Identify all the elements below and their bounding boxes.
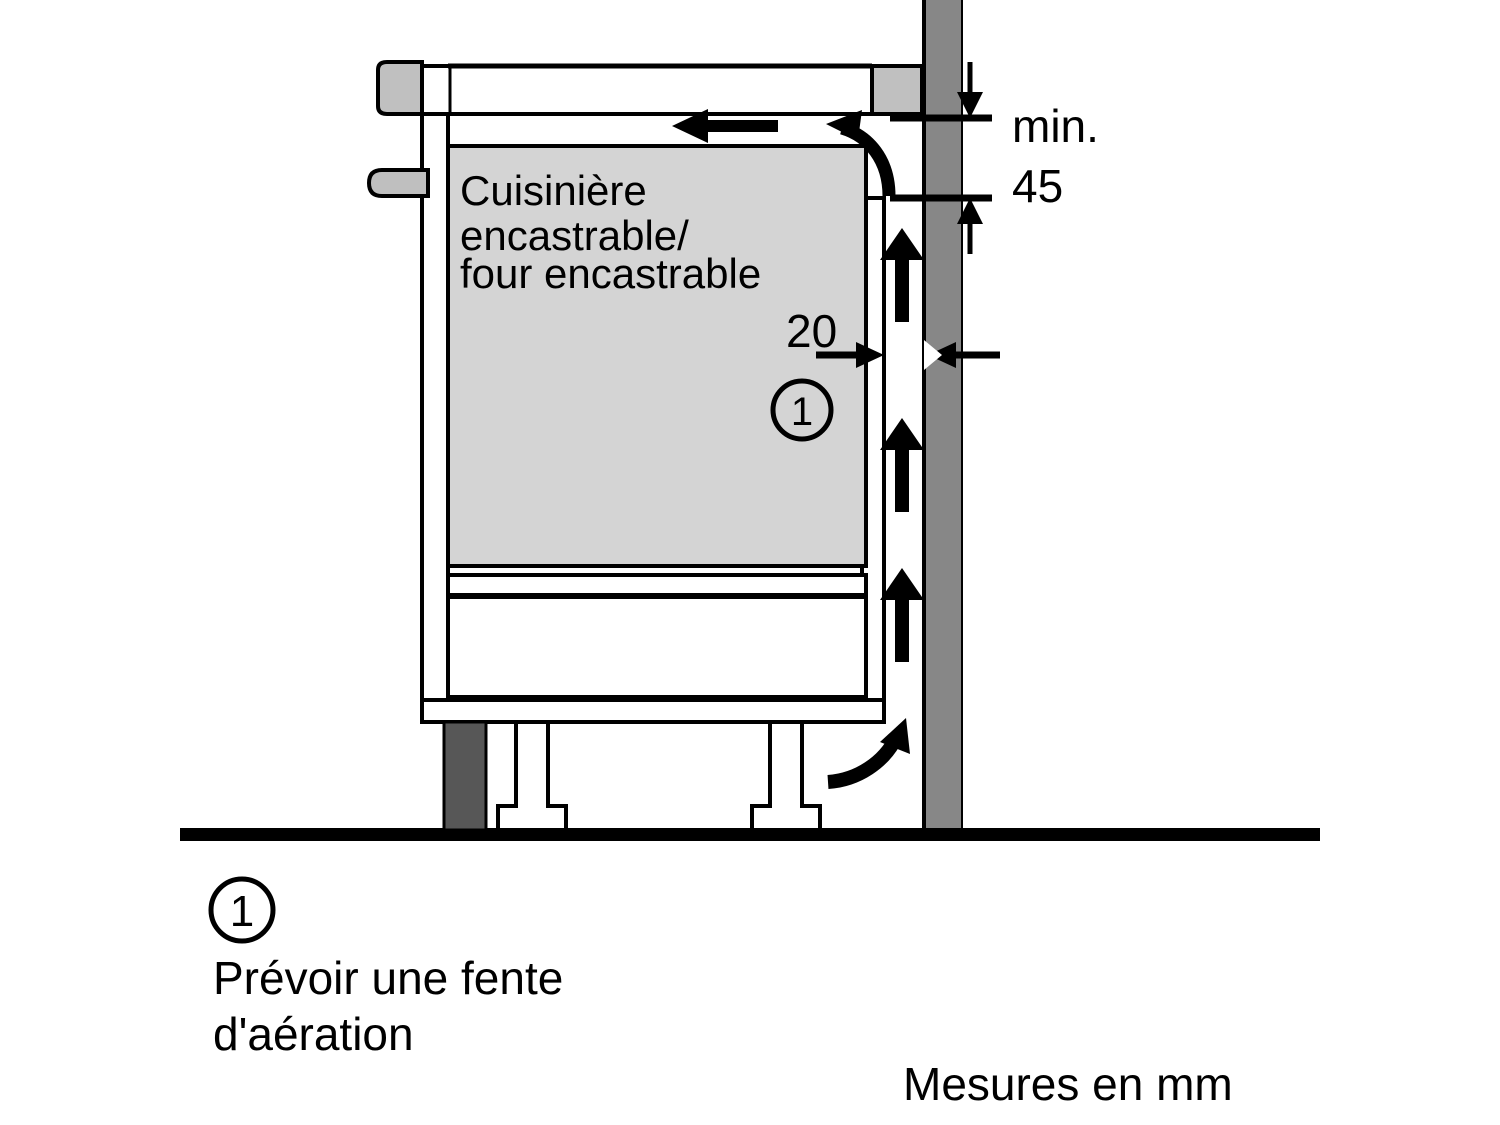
- appliance-handle: [366, 168, 430, 198]
- plinth: [442, 720, 488, 832]
- callout-marker-in-figure: 1: [770, 378, 834, 442]
- worktop: [376, 60, 924, 116]
- legend-marker-number: 1: [230, 887, 254, 936]
- callout-marker-number: 1: [791, 390, 813, 434]
- wall: [922, 0, 963, 840]
- legend-marker: 1: [208, 876, 276, 944]
- legend-text-line2: d'aération: [213, 1008, 414, 1060]
- airflow-arrow-curved-bottom: [827, 718, 910, 789]
- legend-text-line1: Prévoir une fente: [213, 952, 563, 1004]
- airflow-arrow-curved-top: [826, 110, 896, 197]
- dimension-min-value-label: 45: [1012, 160, 1063, 212]
- cabinet-leg-right: [750, 720, 822, 832]
- airflow-arrow-up-3: [880, 568, 924, 662]
- dimension-min-45: [890, 62, 992, 254]
- cabinet-leg-left: [496, 720, 568, 832]
- appliance-body: [446, 144, 868, 699]
- airflow-arrow-up-1: [880, 228, 924, 322]
- dimension-rear-gap-20: [816, 340, 1000, 370]
- appliance-label-line3: four encastrable: [460, 250, 761, 297]
- airflow-arrow-up-2: [880, 418, 924, 512]
- dimension-rear-gap-label: 20: [786, 305, 837, 357]
- appliance-label-line1: Cuisinière: [460, 167, 647, 214]
- dimension-min-prefix-label: min.: [1012, 100, 1099, 152]
- units-note: Mesures en mm: [903, 1058, 1233, 1110]
- airflow-arrow-straight-top: [672, 109, 778, 143]
- appliance-label-line2: encastrable/: [460, 212, 689, 259]
